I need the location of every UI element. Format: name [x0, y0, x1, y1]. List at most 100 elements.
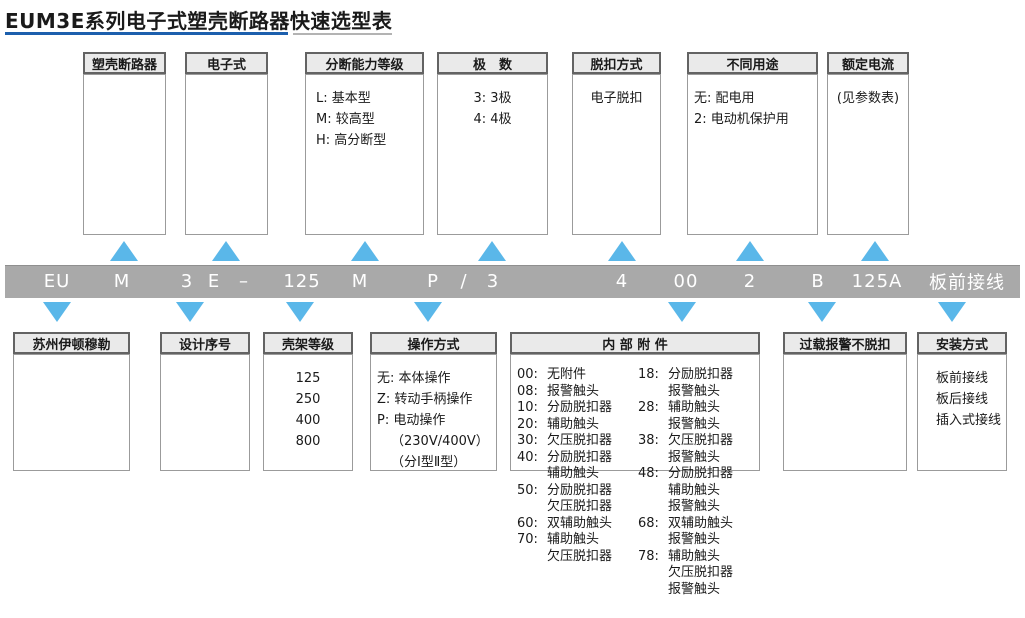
accessory-code: 78: [638, 548, 659, 564]
accessory-line: 双辅助触头 [668, 515, 734, 531]
option-line: 板前接线 [936, 371, 989, 386]
option-line: 无: 配电用 [694, 91, 755, 106]
box-body: (见参数表) [827, 74, 909, 235]
top-box-application: 不同用途 无: 配电用 2: 电动机保护用 [687, 52, 818, 235]
down-arrow-icon [414, 302, 442, 322]
box-header: 分断能力等级 [305, 52, 424, 74]
accessory-line: 辅助触头 [668, 548, 721, 564]
option-line: 125 [295, 371, 321, 386]
box-header: 安装方式 [917, 332, 1007, 354]
box-header: 苏州伊顿穆勒 [13, 332, 130, 354]
option-line: 插入式接线 [936, 413, 1002, 428]
code-frame: 125 [283, 271, 321, 293]
accessory-line: 辅助触头 [547, 416, 600, 432]
accessory-entry: 10: 分励脱扣器 [517, 400, 638, 417]
code-alarm: B [811, 271, 825, 293]
accessory-line: 欠压脱扣器 [547, 548, 613, 564]
down-arrow-icon [286, 302, 314, 322]
accessory-code: 28: [638, 400, 659, 415]
top-box-breaking-capacity: 分断能力等级 L: 基本型 M: 较高型 H: 高分断型 [305, 52, 424, 235]
code-operation: P [427, 271, 439, 293]
accessory-code: 10: [517, 400, 538, 415]
box-body [83, 74, 166, 235]
box-header: 不同用途 [687, 52, 818, 74]
top-box-poles: 极 数 3: 3极 4: 4极 [437, 52, 548, 235]
box-body [185, 74, 268, 235]
accessory-line: 双辅助触头 [547, 515, 613, 531]
box-header: 操作方式 [370, 332, 497, 354]
down-arrow-icon [668, 302, 696, 322]
up-arrow-icon [608, 241, 636, 261]
down-arrow-icon [938, 302, 966, 322]
box-body: 3: 3极 4: 4极 [437, 74, 548, 235]
option-line: 2: 电动机保护用 [694, 112, 789, 127]
box-body: 板前接线 板后接线 插入式接线 [917, 354, 1007, 471]
top-box-trip-mode: 脱扣方式 电子脱扣 [572, 52, 661, 235]
option-line: L: 基本型 [316, 91, 371, 106]
down-arrow-icon [176, 302, 204, 322]
accessory-entry: 78: 辅助触头 欠压脱扣器 报警触头 [638, 549, 757, 599]
down-arrow-icon [808, 302, 836, 322]
option-line: Z: 转动手柄操作 [377, 392, 473, 407]
code-breaking-capacity: M [351, 271, 369, 293]
code-application: 2 [743, 271, 757, 293]
title-underline-gray [293, 33, 392, 35]
accessory-entry: 20: 辅助触头 [517, 417, 638, 434]
box-body [13, 354, 130, 471]
accessory-line: 辅助触头 [547, 532, 600, 547]
up-arrow-icon [861, 241, 889, 261]
box-header: 脱扣方式 [572, 52, 661, 74]
code-rated-current: 125A [851, 271, 903, 293]
code-poles: 3 [486, 271, 500, 293]
bottom-box-operation-mode: 操作方式 无: 本体操作 Z: 转动手柄操作 P: 电动操作 （230V/400… [370, 332, 497, 471]
box-header: 电子式 [185, 52, 268, 74]
accessory-entry: 70: 辅助触头 欠压脱扣器 [517, 532, 638, 565]
box-body [783, 354, 907, 471]
accessory-entry: 38: 欠压脱扣器 报警触头 [638, 433, 757, 466]
accessory-entry: 40: 分励脱扣器 辅助触头 [517, 450, 638, 483]
model-code-bar: EU M 3 E – 125 M P / 3 4 00 2 B 125A 板前接… [5, 265, 1020, 298]
accessory-line: 报警触头 [668, 499, 721, 514]
accessory-code: 00: [517, 367, 538, 382]
accessory-line: 报警触头 [668, 581, 721, 597]
up-arrow-icon [478, 241, 506, 261]
box-body: 无: 本体操作 Z: 转动手柄操作 P: 电动操作 （230V/400V） （分… [370, 354, 497, 471]
option-line: 250 [295, 392, 321, 407]
accessory-code: 38: [638, 433, 659, 448]
accessory-code: 40: [517, 449, 538, 465]
accessory-line: 分励脱扣器 [547, 482, 613, 498]
option-line: (见参数表) [836, 91, 900, 106]
bottom-box-overload-alarm: 过载报警不脱扣 [783, 332, 907, 471]
option-line: 板后接线 [936, 392, 989, 407]
accessory-entry: 00: 无附件 [517, 367, 638, 384]
accessory-line: 分励脱扣器 [547, 449, 613, 465]
bottom-box-installation: 安装方式 板前接线 板后接线 插入式接线 [917, 332, 1007, 471]
box-header: 极 数 [437, 52, 548, 74]
accessory-line: 分励脱扣器 [668, 367, 734, 382]
page-title: EUM3E系列电子式塑壳断路器快速选型表 [5, 9, 393, 33]
accessory-code: 20: [517, 416, 538, 432]
box-header: 壳架等级 [263, 332, 353, 354]
accessories-right-column: 18: 分励脱扣器 报警触头 28: 辅助触头 报警触头 38: [638, 367, 757, 597]
code-electronic: E [207, 271, 221, 293]
accessory-line: 分励脱扣器 [668, 466, 734, 481]
bottom-box-design-serial: 设计序号 [160, 332, 250, 471]
code-design-serial: 3 [180, 271, 194, 293]
accessory-code: 30: [517, 433, 538, 448]
up-arrow-icon [212, 241, 240, 261]
code-dash: – [239, 271, 249, 293]
option-line: 电子脱扣 [590, 91, 643, 106]
box-body: 125 250 400 800 [263, 354, 353, 471]
accessory-line: 辅助触头 [668, 482, 721, 498]
accessory-line: 欠压脱扣器 [547, 433, 613, 448]
box-body: 00: 无附件 08: 报警触头 10: 分励脱扣器 20: 辅助触头 30: [510, 354, 760, 597]
accessory-line: 辅助触头 [547, 466, 600, 481]
accessory-line: 无附件 [547, 367, 587, 382]
up-arrow-icon [110, 241, 138, 261]
box-header: 额定电流 [827, 52, 909, 74]
option-line: 4: 4极 [473, 112, 512, 127]
accessory-line: 分励脱扣器 [547, 400, 613, 415]
accessory-line: 报警触头 [547, 383, 600, 399]
title-underline-blue [5, 32, 288, 35]
bottom-box-internal-accessories: 内 部 附 件 00: 无附件 08: 报警触头 10: 分励脱扣器 20: 辅… [510, 332, 760, 597]
